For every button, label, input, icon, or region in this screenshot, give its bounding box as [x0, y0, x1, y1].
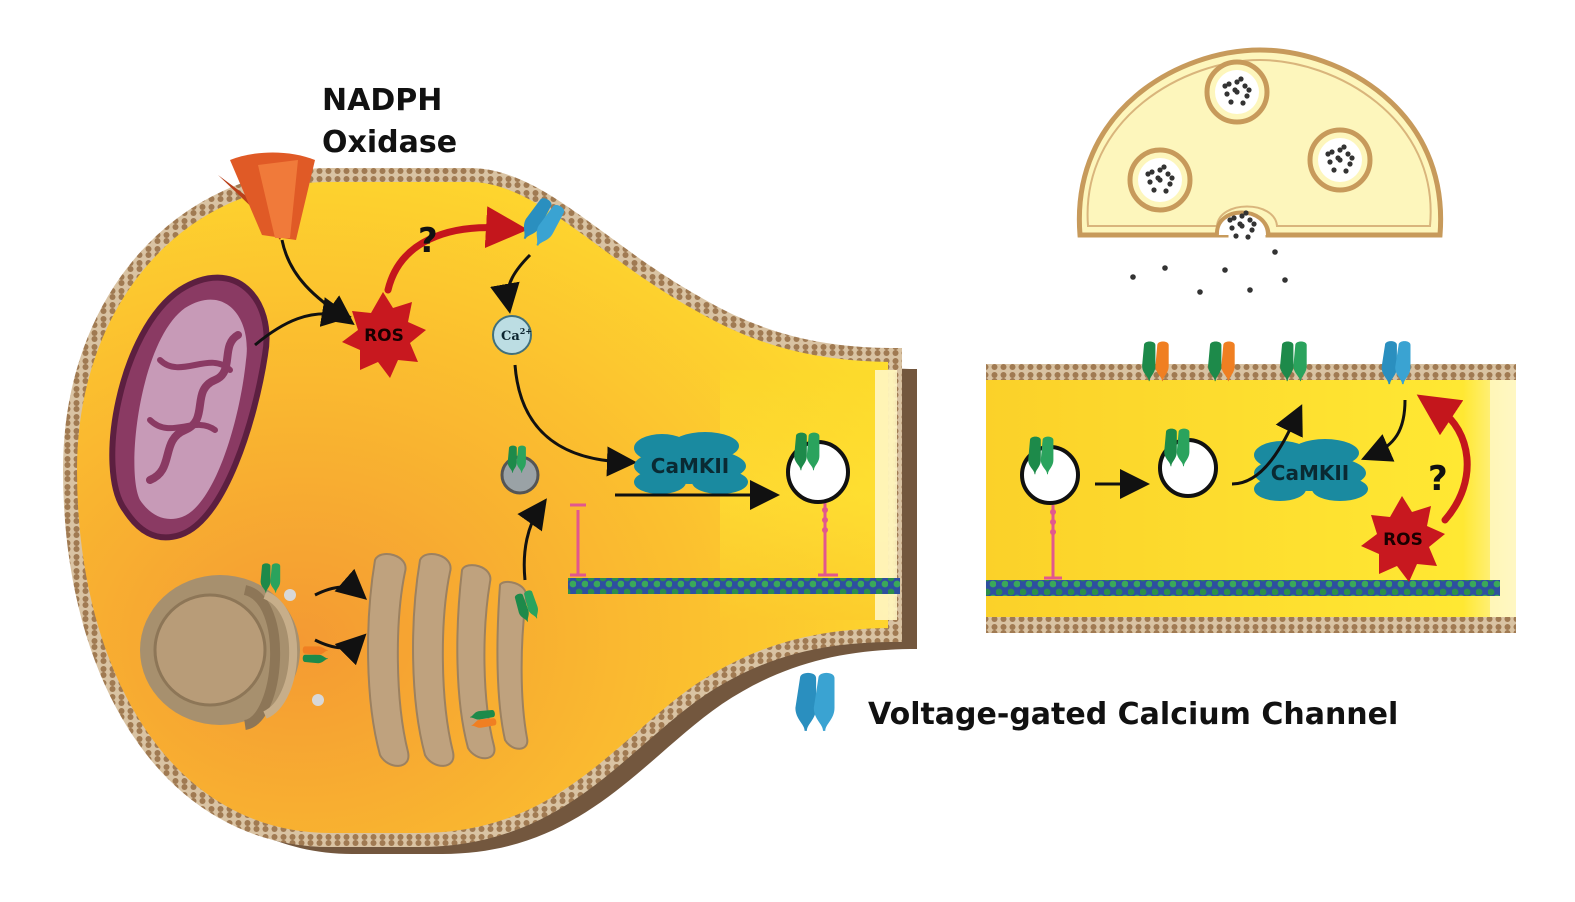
arrow-calcium-camkii — [513, 364, 637, 477]
arrow-channel-calcium — [490, 253, 532, 314]
neurotransmitter-dot — [1325, 151, 1331, 157]
camkii-label-left: CaMKII — [651, 454, 729, 478]
golgi-icon — [367, 553, 529, 767]
neurotransmitter-dot — [1229, 225, 1235, 231]
neurotransmitter-dot — [1249, 227, 1255, 233]
neurotransmitter-dot — [1349, 155, 1355, 161]
arrow-channel-camkii — [1360, 399, 1407, 462]
neurotransmitter-dot — [1240, 100, 1246, 106]
neurotransmitter-dot — [1282, 277, 1288, 283]
neurotransmitter-dot — [1331, 167, 1337, 173]
vesicle-white-left — [786, 432, 850, 504]
neurotransmitter-dot — [1222, 83, 1228, 89]
neurotransmitter-dot — [1165, 171, 1171, 177]
neurotransmitter-dot — [1246, 87, 1252, 93]
ros-label-right: ROS — [1383, 530, 1423, 550]
legend-label: Voltage-gated Calcium Channel — [868, 697, 1398, 732]
neurotransmitter-dot — [1244, 93, 1250, 99]
arrow-ros-channel-right — [1416, 394, 1471, 524]
neurotransmitter-dot — [1239, 213, 1245, 219]
legend: Voltage-gated Calcium Channel — [795, 672, 1398, 732]
neurotransmitter-dot — [1243, 210, 1249, 216]
ros-star-left: ROS — [342, 292, 426, 378]
camkii-label-right: CaMKII — [1271, 461, 1349, 485]
neurotransmitter-dot — [1161, 164, 1167, 170]
neurotransmitter-dot — [1222, 267, 1228, 273]
actin-filament-right — [986, 580, 1500, 596]
neurotransmitter-dot — [1237, 221, 1243, 227]
neurotransmitter-dot — [1155, 175, 1161, 181]
neurotransmitter-dot — [1162, 265, 1168, 271]
ros-star-right: ROS — [1361, 496, 1445, 582]
neurotransmitter-dot — [1337, 147, 1343, 153]
arrow-er-golgi-1 — [314, 568, 368, 600]
nucleus-icon — [140, 575, 324, 730]
neurotransmitter-dot — [1327, 159, 1333, 165]
question-mark-left: ? — [418, 221, 438, 261]
neurotransmitter-dot — [1245, 234, 1251, 240]
neurotransmitter-dot — [1234, 79, 1240, 85]
tether-icon — [570, 492, 838, 577]
neurotransmitter-dots — [1130, 76, 1355, 295]
neurotransmitter-dot — [1341, 144, 1347, 150]
neurotransmitter-dot — [1147, 179, 1153, 185]
neurotransmitter-dot — [1242, 83, 1248, 89]
neurotransmitter-dot — [1329, 149, 1335, 155]
legend-calcium-channel-icon — [795, 672, 835, 731]
neurotransmitter-dot — [1169, 175, 1175, 181]
vesicle-white-right-2 — [1158, 428, 1218, 498]
arrow-golgi-vesicle — [517, 498, 547, 581]
neurotransmitter-dot — [1238, 76, 1244, 82]
neurotransmitter-dot — [1347, 161, 1353, 167]
calcium-ion-icon: Ca2+ — [492, 315, 532, 355]
arrow-mito-ros — [254, 297, 352, 347]
nadph-oxidase-icon — [218, 152, 315, 240]
neurotransmitter-dot — [1345, 151, 1351, 157]
neurotransmitter-dot — [1167, 181, 1173, 187]
arrow-er-golgi-2 — [314, 633, 367, 666]
neurotransmitter-dot — [1233, 233, 1239, 239]
neurotransmitter-dot — [1151, 187, 1157, 193]
vesicle-icon — [500, 445, 540, 495]
arrow-camkii-surface — [1231, 404, 1303, 486]
neurotransmitter-dot — [1251, 221, 1257, 227]
arrow-ros-channel-left — [384, 206, 528, 294]
neurotransmitter-dot — [1149, 169, 1155, 175]
neurotransmitter-dot — [1247, 287, 1253, 293]
calcium-label: Ca2+ — [501, 326, 532, 344]
neurotransmitter-dot — [1272, 249, 1278, 255]
vesicle-white-right-1 — [1020, 436, 1080, 505]
neurotransmitter-dot — [1227, 217, 1233, 223]
neurotransmitter-dot — [1247, 217, 1253, 223]
nadph-label-line1: NADPH — [322, 83, 442, 118]
neurotransmitter-dot — [1226, 81, 1232, 87]
neurotransmitter-dot — [1343, 168, 1349, 174]
neurotransmitter-dot — [1197, 289, 1203, 295]
nadph-label-line2: Oxidase — [322, 125, 457, 160]
neurotransmitter-dot — [1335, 155, 1341, 161]
neurotransmitter-dot — [1163, 188, 1169, 194]
neurotransmitter-dot — [1224, 91, 1230, 97]
ros-label-left: ROS — [364, 326, 404, 346]
neurotransmitter-dot — [1232, 87, 1238, 93]
neurotransmitter-dot — [1145, 171, 1151, 177]
mitochondrion-icon — [109, 274, 270, 541]
actin-filament-left — [568, 578, 900, 594]
question-mark-right: ? — [1428, 459, 1448, 499]
camkii-blob-left: CaMKII — [634, 432, 748, 494]
neurotransmitter-dot — [1157, 167, 1163, 173]
neurotransmitter-dot — [1228, 99, 1234, 105]
neurotransmitter-dot — [1231, 215, 1237, 221]
neurotransmitter-dot — [1130, 274, 1136, 280]
